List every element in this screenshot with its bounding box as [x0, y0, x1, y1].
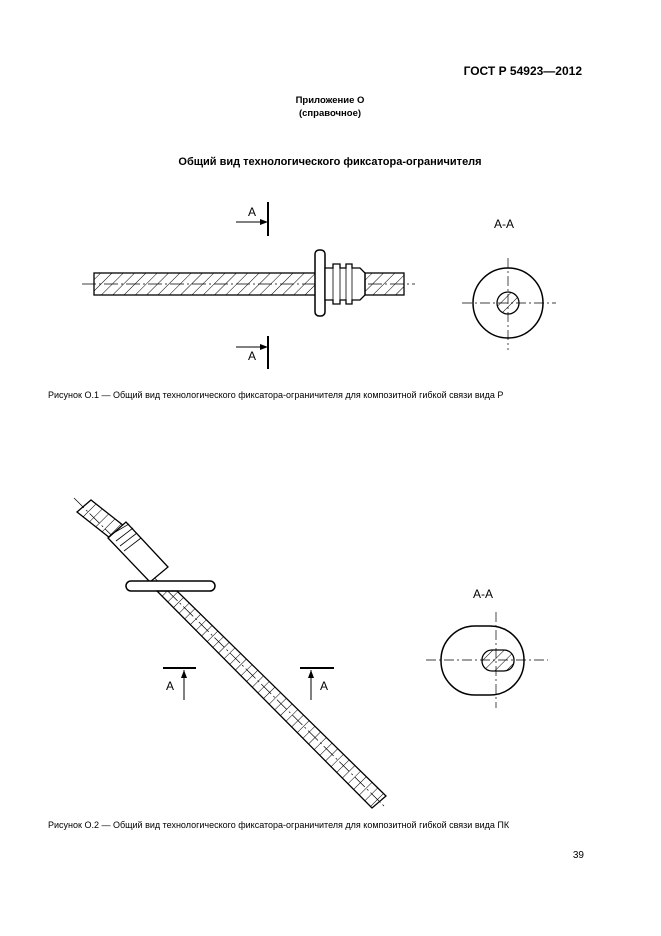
fig2-sleeve [107, 521, 169, 583]
document-id: ГОСТ Р 54923—2012 [463, 64, 582, 78]
fig1-rod-left [93, 272, 317, 296]
fig1-section-mark-top: А [248, 205, 256, 219]
appendix-title: Приложение О [295, 95, 365, 106]
fig1-rod-right [364, 272, 405, 296]
figure1-drawing: А А А-А [82, 202, 556, 369]
fig2-section-core [481, 649, 515, 672]
page-number: 39 [572, 850, 584, 861]
fig2-washer [125, 580, 216, 592]
fig2-section-view-label: А-А [473, 587, 493, 601]
figure1-caption: Рисунок О.1 — Общий вид технологического… [48, 390, 504, 400]
fig2-section-mark-left: А [166, 679, 174, 693]
fig2-rod-long [155, 590, 387, 809]
fig1-flange [314, 249, 326, 317]
fig1-section-view-label: А-А [494, 217, 514, 231]
figure2-caption: Рисунок О.2 — Общий вид технологического… [48, 820, 510, 830]
fig1-sleeve [324, 263, 366, 305]
appendix-type: (справочное) [298, 108, 362, 119]
main-title: Общий вид технологического фиксатора-огр… [178, 156, 482, 168]
fig2-section-mark-right: А [320, 679, 328, 693]
fig1-section-mark-bottom: А [248, 349, 256, 363]
figure2-drawing: А А А-А [73, 497, 548, 809]
